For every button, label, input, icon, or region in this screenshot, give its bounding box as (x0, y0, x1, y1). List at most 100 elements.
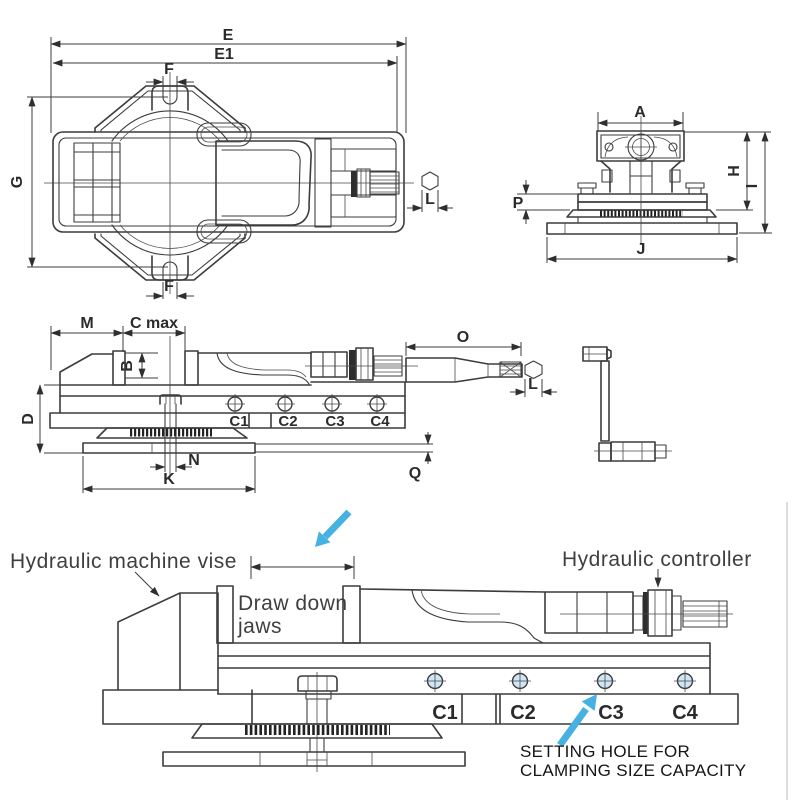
dim-label-a: A (634, 104, 646, 121)
base-plate-annotated (162, 751, 466, 767)
dim-label-p: P (513, 195, 524, 212)
crank-grip (610, 441, 656, 462)
hole-label-c3-big: C3 (598, 702, 624, 724)
vise-body-annotated (117, 585, 733, 695)
pointer-arrow-icon-bottom (557, 694, 597, 748)
hydraulic-cylinder (544, 591, 634, 634)
dim-label-k: K (163, 471, 175, 488)
dim-label-f-bottom: F (164, 278, 174, 295)
annotated-view: Hydraulic machine vise Draw down jaws Hy… (10, 502, 788, 800)
base-plate-end (546, 222, 738, 235)
hole-label-c2: C2 (278, 413, 297, 430)
controller-knob-side (355, 347, 374, 381)
setting-hole-caption-2: CLAMPING SIZE CAPACITY (520, 761, 746, 780)
swivel-base-annotated (162, 723, 466, 767)
swivel-base-side (82, 336, 256, 478)
flange-bolt-left (604, 142, 614, 152)
dim-label-d: D (20, 413, 37, 425)
base-bolt-right (685, 182, 705, 189)
dim-n: N (150, 452, 200, 472)
dim-label-f-top: F (164, 61, 174, 78)
controller-label: Hydraulic controller (562, 548, 752, 571)
rail-slot-top (196, 122, 252, 147)
dim-e1: E1 (52, 46, 398, 133)
dim-label-b: B (119, 360, 136, 372)
hole-label-c1: C1 (229, 413, 248, 430)
extension-bar: O (405, 329, 523, 383)
crank-handle (582, 346, 672, 462)
dim-p: P (513, 180, 578, 224)
vise-label: Hydraulic machine vise (10, 550, 237, 573)
dim-f-top: F (146, 61, 194, 86)
screw-flange (596, 130, 685, 163)
vise-label-leader (134, 571, 160, 597)
draw-down-jaws-label-2: jaws (237, 615, 282, 638)
dim-l-bar: L (510, 360, 557, 397)
slide-plate-plan (314, 138, 332, 228)
dim-h: H (684, 131, 771, 211)
flange-bolt-right (668, 142, 678, 152)
end-view: A (513, 104, 772, 263)
dim-i: I (739, 131, 772, 234)
spline-shaft-plan (369, 171, 400, 195)
vise-body-plan (44, 72, 414, 294)
dim-e: E (50, 27, 407, 133)
hole-label-c4-big: C4 (672, 702, 698, 724)
screw-collar-ring (351, 171, 357, 197)
dim-label-h: H (726, 165, 743, 177)
dim-label-c-max: C max (130, 315, 178, 332)
jaw-opening-dim (250, 556, 355, 579)
rail-slot-bottom (196, 219, 252, 244)
bar-spline-end (499, 361, 522, 378)
dim-b: B (119, 352, 158, 379)
setting-hole-caption-1: SETTING HOLE FOR (520, 742, 690, 761)
setting-holes-annotated (424, 670, 696, 692)
dim-label-e1: E1 (214, 46, 234, 63)
hex-socket-icon-bar (524, 360, 543, 380)
fixed-jaw-plan (73, 142, 121, 223)
swivel-base-end (546, 116, 738, 243)
hole-label-c4: C4 (370, 413, 390, 430)
dim-label-i: I (744, 184, 761, 188)
dim-label-l-top: L (425, 191, 435, 208)
top-view-plan: E E1 F G (9, 27, 453, 300)
dim-label-n: N (188, 452, 200, 469)
hole-label-c1-big: C1 (432, 702, 458, 724)
capacity-label-band-annotated: C1 C2 C3 C4 (102, 689, 739, 725)
dim-g: G (9, 96, 168, 268)
dim-l-top: L (407, 171, 453, 212)
vise-body-side (59, 347, 418, 429)
hex-socket-icon (421, 171, 439, 191)
pointer-arrow-icon-top (315, 509, 352, 547)
side-view: M C max B (20, 315, 672, 493)
base-bolt-left (577, 182, 597, 189)
dim-f-bottom: F (146, 278, 194, 300)
dim-q: Q (255, 432, 433, 482)
hydraulic-cylinder-side (310, 351, 348, 378)
hole-label-c3: C3 (325, 413, 344, 430)
body-relief-curve-annotated (411, 589, 544, 644)
base-plate-side (82, 442, 256, 454)
body-relief-curve (216, 352, 310, 385)
dim-label-g: G (9, 176, 26, 188)
dim-label-q: Q (409, 465, 421, 482)
dim-c-max: C max (122, 315, 186, 337)
dim-label-e: E (223, 27, 234, 44)
swivel-lock-nut (159, 394, 182, 405)
jaw-plate-left (216, 585, 234, 644)
movable-jaw-plate-side (184, 350, 199, 386)
dim-label-l-bar: L (528, 376, 538, 393)
dim-label-m: M (80, 315, 93, 332)
dim-a: A (597, 104, 684, 131)
dim-label-o: O (457, 329, 469, 346)
draw-down-jaws-label-1: Draw down (238, 592, 348, 615)
movable-jaw-plan (215, 140, 312, 226)
dim-k: K (82, 456, 256, 493)
dim-label-j: J (637, 241, 646, 258)
hole-label-c2-big: C2 (510, 702, 536, 724)
controller-knob (647, 589, 673, 637)
dim-j: J (546, 237, 738, 263)
swivel-lock-bolt (297, 672, 338, 772)
setting-holes-side (225, 394, 387, 414)
